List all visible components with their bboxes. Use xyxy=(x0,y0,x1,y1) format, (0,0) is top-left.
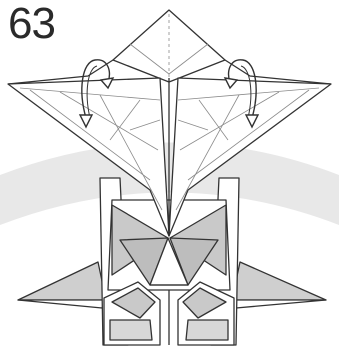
left-lower-spike xyxy=(18,262,106,300)
right-lower-spike xyxy=(232,262,326,300)
